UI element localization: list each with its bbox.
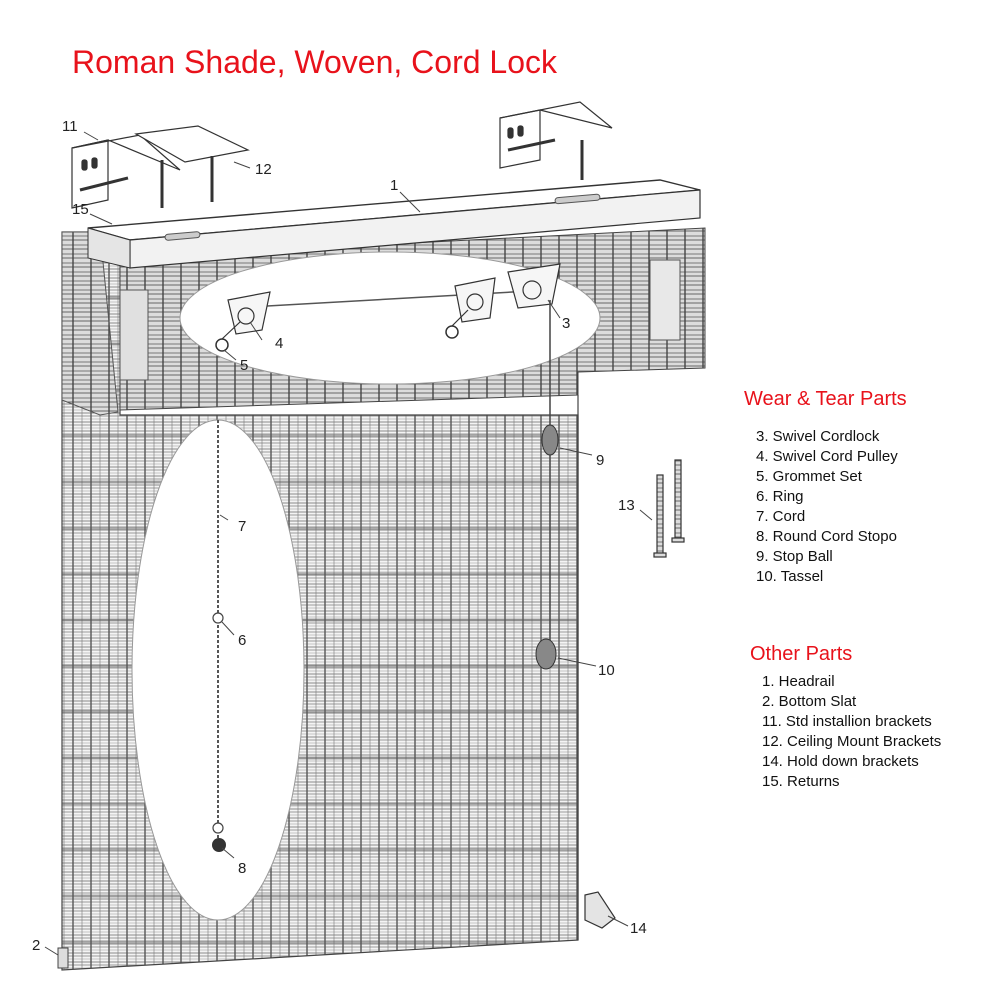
wear-parts-legend: Wear & Tear Parts 3. Swivel Cordlock 4. … bbox=[744, 388, 907, 587]
callout-4: 4 bbox=[275, 335, 283, 352]
callout-13: 13 bbox=[618, 497, 635, 514]
wear-part-item: 9. Stop Ball bbox=[756, 548, 833, 565]
callout-10: 10 bbox=[598, 662, 615, 679]
installation-bracket bbox=[71, 101, 613, 209]
callout-11: 11 bbox=[62, 118, 78, 135]
wear-part-item: 8. Round Cord Stopo bbox=[756, 528, 897, 545]
other-part-item: 12. Ceiling Mount Brackets bbox=[762, 733, 942, 750]
swivel-cordlock bbox=[507, 263, 561, 309]
ring bbox=[212, 822, 224, 834]
other-part-item: 15. Returns bbox=[762, 773, 840, 790]
callout-14: 14 bbox=[630, 920, 647, 937]
callout-2: 2 bbox=[32, 937, 40, 954]
callout-8: 8 bbox=[238, 860, 246, 877]
callout-12: 12 bbox=[255, 161, 272, 178]
callout-5: 5 bbox=[240, 357, 248, 374]
headrail bbox=[87, 179, 701, 381]
other-part-item: 1. Headrail bbox=[762, 673, 835, 690]
wear-part-item: 6. Ring bbox=[756, 488, 804, 505]
callout-3: 3 bbox=[562, 315, 570, 332]
callout-9: 9 bbox=[596, 452, 604, 469]
callout-7: 7 bbox=[238, 518, 246, 535]
other-parts-heading: Other Parts bbox=[750, 643, 853, 665]
stop-ball bbox=[541, 424, 559, 456]
screws bbox=[653, 459, 685, 558]
wear-part-item: 7. Cord bbox=[756, 508, 806, 525]
other-part-item: 2. Bottom Slat bbox=[762, 693, 857, 710]
diagram-title: Roman Shade, Woven, Cord Lock bbox=[72, 44, 557, 80]
ring bbox=[212, 612, 224, 624]
callout-6: 6 bbox=[238, 632, 246, 649]
ceiling-mount-bracket bbox=[134, 125, 584, 208]
wear-part-item: 3. Swivel Cordlock bbox=[756, 428, 880, 445]
callout-15: 15 bbox=[72, 201, 89, 218]
other-part-item: 11. Std installion brackets bbox=[762, 713, 932, 730]
wear-part-item: 10. Tassel bbox=[756, 568, 824, 585]
tassel bbox=[535, 638, 557, 670]
callout-1: 1 bbox=[390, 177, 398, 194]
other-parts-legend: Other Parts 1. Headrail 2. Bottom Slat 1… bbox=[750, 643, 941, 792]
other-part-item: 14. Hold down brackets bbox=[762, 753, 919, 770]
wear-part-item: 4. Swivel Cord Pulley bbox=[756, 448, 898, 465]
wear-parts-heading: Wear & Tear Parts bbox=[744, 388, 907, 410]
hold-down-bracket bbox=[584, 891, 616, 929]
leader-lines bbox=[44, 131, 653, 956]
bottom-slat bbox=[57, 947, 69, 969]
wear-part-item: 5. Grommet Set bbox=[756, 468, 862, 485]
headrail-cutaway bbox=[179, 251, 601, 385]
